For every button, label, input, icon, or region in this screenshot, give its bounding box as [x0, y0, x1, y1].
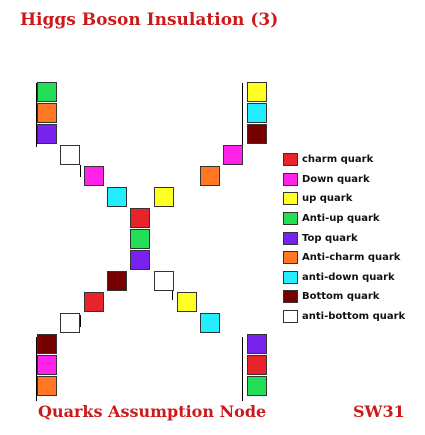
- board-cell-bottom[interactable]: [37, 334, 57, 354]
- guide-line: [36, 337, 37, 401]
- legend-item: anti-bottom quark: [283, 307, 405, 327]
- legend-item: anti-down quark: [283, 268, 405, 288]
- guide-line: [36, 83, 37, 147]
- legend-label: Down quark: [302, 173, 370, 185]
- legend-swatch: [283, 231, 298, 245]
- legend-label: Anti-up quark: [302, 213, 380, 225]
- legend-label: charm quark: [302, 154, 374, 166]
- page-title: Higgs Boson Insulation (3): [20, 10, 279, 30]
- legend-swatch: [283, 153, 298, 167]
- legend-swatch: [283, 270, 298, 284]
- legend-item: Anti-charm quark: [283, 248, 405, 268]
- board-cell-up[interactable]: [246, 82, 267, 102]
- legend-label: anti-down quark: [302, 271, 395, 283]
- board-cell-top[interactable]: [37, 124, 57, 144]
- board-cell-top[interactable]: [246, 334, 267, 354]
- board-cell-down[interactable]: [223, 145, 244, 165]
- legend-label: Top quark: [302, 232, 358, 244]
- board-cell-anti-charm[interactable]: [200, 166, 221, 186]
- board-cell-anti-charm[interactable]: [37, 103, 57, 123]
- legend-label: anti-bottom quark: [302, 311, 406, 323]
- board-cell-charm[interactable]: [246, 355, 267, 375]
- legend-label: up quark: [302, 193, 353, 205]
- legend-swatch: [283, 192, 298, 206]
- guide-line: [80, 315, 81, 327]
- guide-line: [80, 165, 81, 177]
- board-cell-anti-down[interactable]: [200, 313, 221, 333]
- board-cell-charm[interactable]: [130, 208, 151, 228]
- board-cell-anti-up[interactable]: [130, 229, 151, 249]
- legend-item: Bottom quark: [283, 287, 405, 307]
- legend-label: Anti-charm quark: [302, 252, 401, 264]
- footer-code: SW31: [353, 402, 405, 421]
- board-cell-anti-charm[interactable]: [37, 376, 57, 396]
- legend-label: Bottom quark: [302, 291, 380, 303]
- legend-item: Anti-up quark: [283, 209, 405, 229]
- legend-swatch: [283, 310, 298, 324]
- legend-swatch: [283, 212, 298, 226]
- board-cell-anti-down[interactable]: [246, 103, 267, 123]
- board-cell-top[interactable]: [130, 250, 151, 270]
- legend-item: Top quark: [283, 228, 405, 248]
- legend-swatch: [283, 290, 298, 304]
- board-cell-anti-bottom[interactable]: [60, 313, 81, 333]
- board-cell-down[interactable]: [83, 166, 104, 186]
- footer-subtitle: Quarks Assumption Node: [38, 402, 267, 421]
- board-cell-anti-bottom[interactable]: [153, 271, 174, 291]
- board-cell-down[interactable]: [37, 355, 57, 375]
- board-cell-anti-bottom[interactable]: [60, 145, 81, 165]
- board-cell-anti-down[interactable]: [106, 187, 127, 207]
- legend-item: Down quark: [283, 170, 405, 190]
- legend-swatch: [283, 172, 298, 186]
- board-cell-up[interactable]: [153, 187, 174, 207]
- guide-line: [242, 337, 243, 401]
- legend-item: charm quark: [283, 150, 405, 170]
- guide-line: [172, 288, 173, 300]
- guide-line: [242, 83, 243, 147]
- board-cell-anti-up[interactable]: [246, 376, 267, 396]
- legend-swatch: [283, 251, 298, 265]
- board-cell-bottom[interactable]: [106, 271, 127, 291]
- board-cell-charm[interactable]: [83, 292, 104, 312]
- legend-item: up quark: [283, 189, 405, 209]
- board-cell-anti-up[interactable]: [37, 82, 57, 102]
- board-cell-up[interactable]: [176, 292, 197, 312]
- board-cell-bottom[interactable]: [246, 124, 267, 144]
